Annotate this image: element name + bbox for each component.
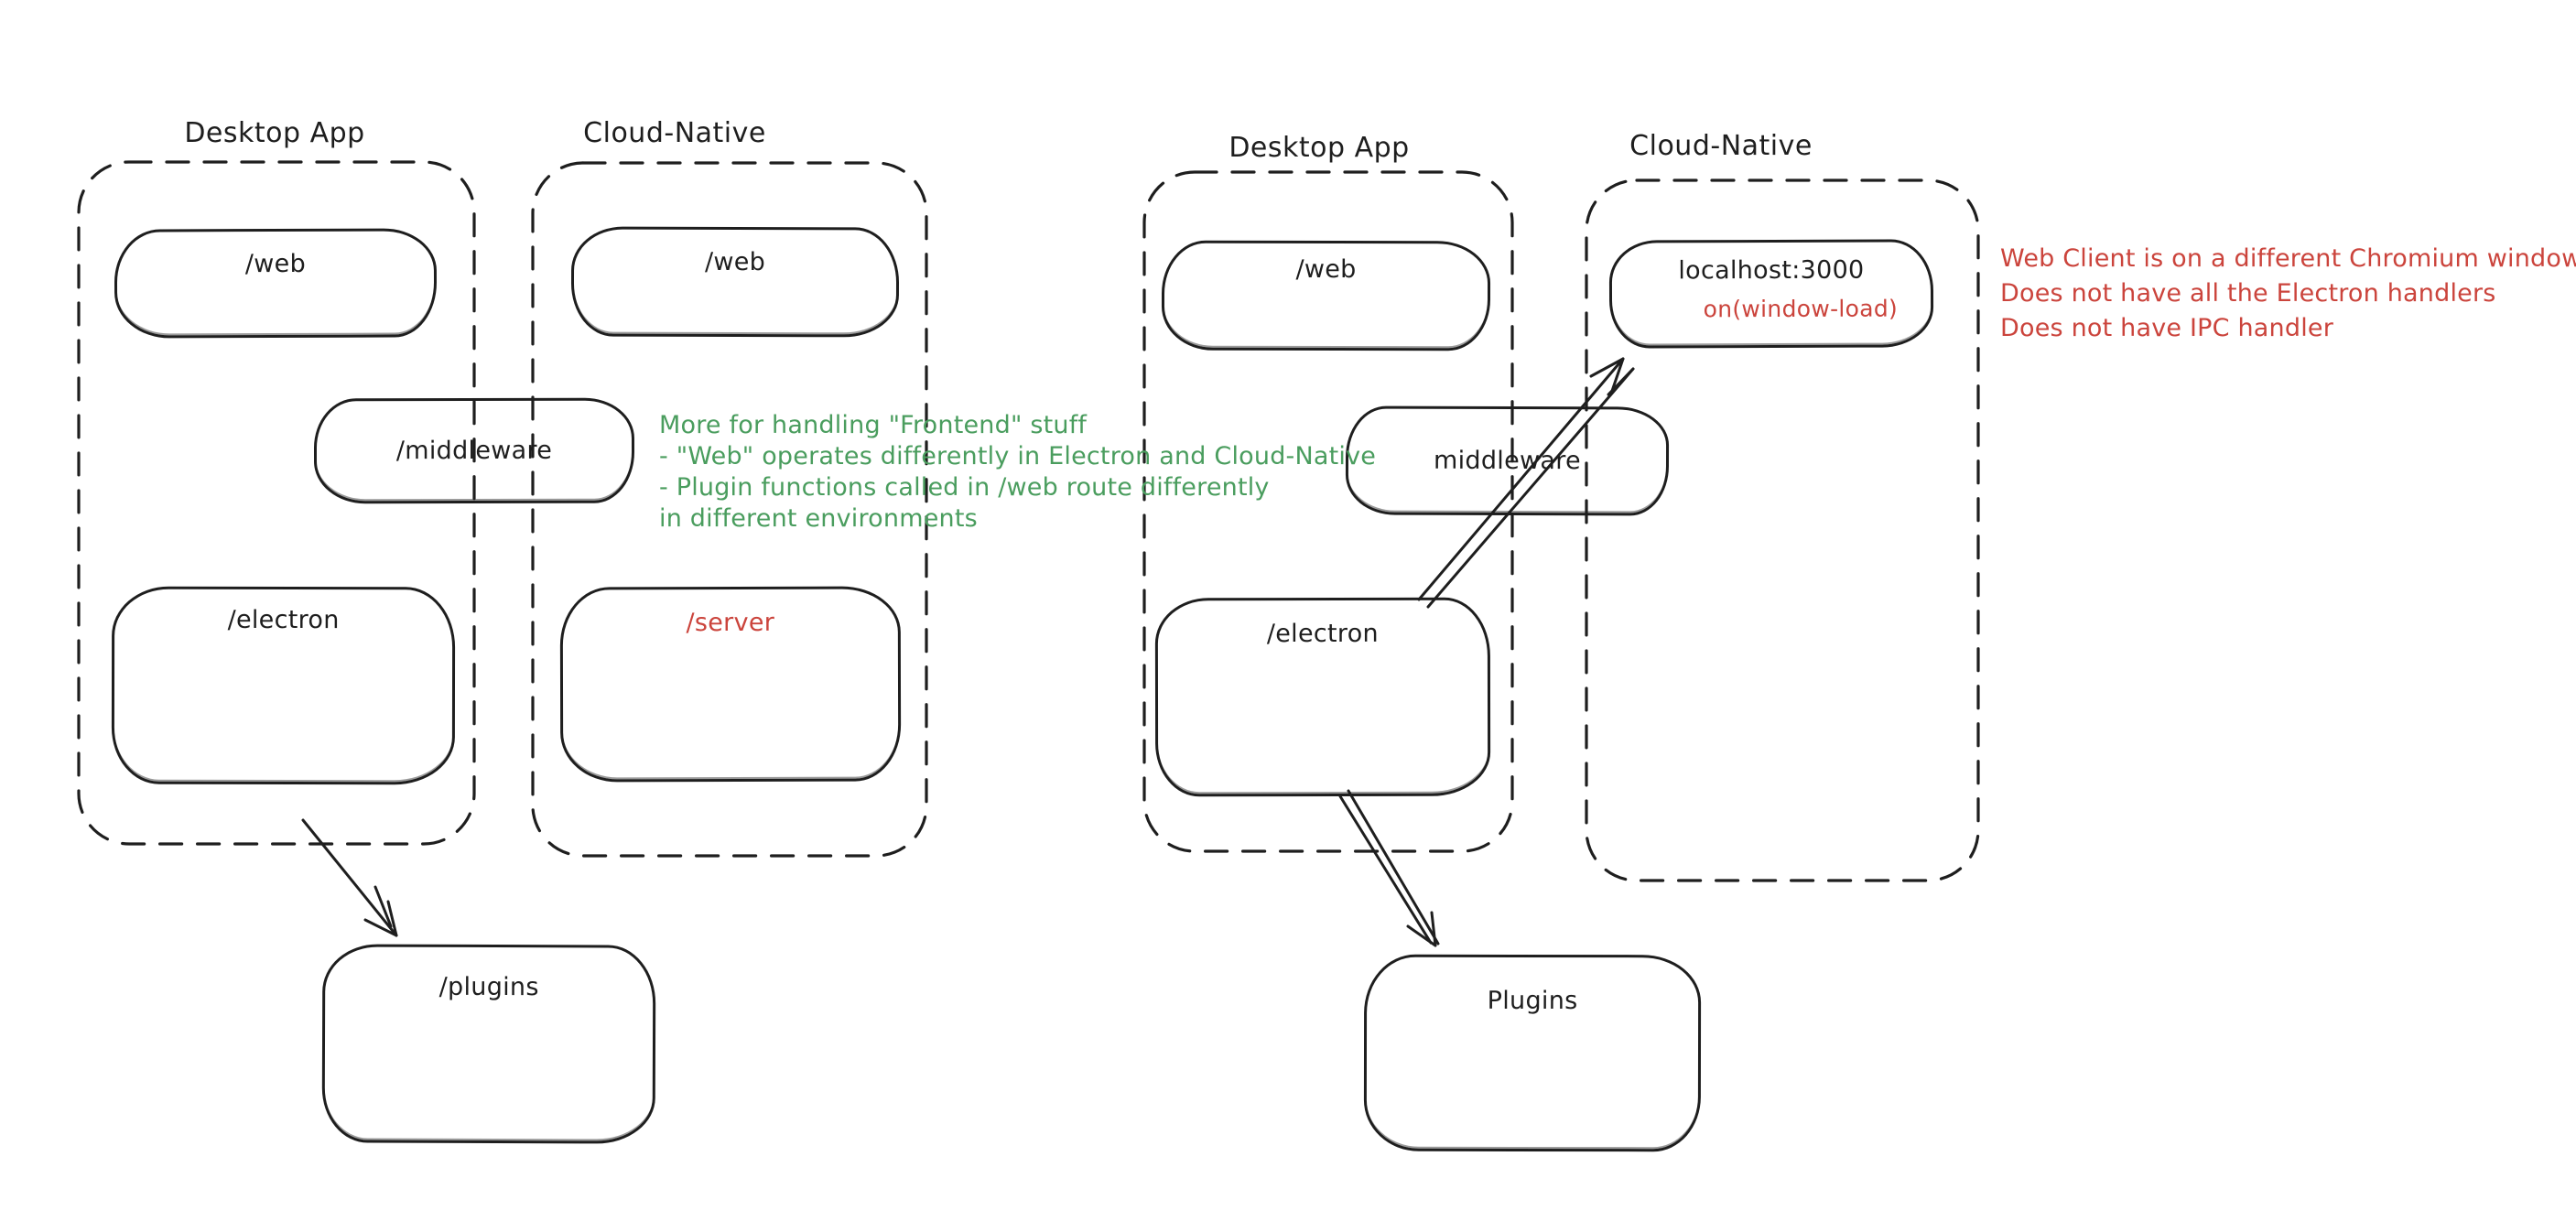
group-label-cloud-native-right: Cloud-Native [1629,130,1813,162]
box-electron-left-label: /electron [227,605,340,635]
box-electron-right: /electron [1154,597,1491,797]
red-note-line-2: Does not have all the Electron handlers [2000,279,2496,308]
box-middleware-left-label: /middleware [395,436,553,465]
green-note: More for handling "Frontend" stuff - "We… [659,410,1376,535]
group-label-desktop-app-right: Desktop App [1228,132,1410,164]
box-middleware-left: /middleware [313,397,635,504]
box-web-cloud-left: /web [570,226,900,338]
box-web-right: /web [1161,240,1491,351]
box-plugins-right-label: Plugins [1487,986,1578,1016]
box-web-desktop-left: /web [114,228,438,339]
box-web-cloud-left-label: /web [704,247,766,277]
box-middleware-right: middleware [1345,405,1670,516]
red-note-line-1: Web Client is on a different Chromium wi… [2000,244,2576,273]
box-web-desktop-left-label: /web [244,249,307,279]
arrow-electron-to-plugins-right [1338,789,1440,947]
box-server-left-label: /server [686,608,775,638]
box-electron-right-label: /electron [1266,619,1379,649]
box-server-left: /server [559,586,902,783]
green-note-line-3: - Plugin functions called in /web route … [659,473,1270,502]
red-note-line-3: Does not have IPC handler [2000,314,2334,342]
red-note: Web Client is on a different Chromium wi… [2000,242,2576,346]
green-note-line-4: in different environments [659,504,978,533]
box-web-right-label: /web [1295,254,1357,285]
box-middleware-right-label: middleware [1433,446,1582,475]
box-electron-left: /electron [111,586,456,785]
arrow-electron-to-plugins-left [301,818,398,937]
box-localhost-right: localhost:3000 on(window-load) [1608,239,1934,349]
box-localhost-right-label: localhost:3000 [1678,255,1865,286]
box-plugins-left-label: /plugins [438,972,539,1002]
box-localhost-on-window-load-label: on(window-load) [1703,295,1899,323]
group-label-cloud-native-left: Cloud-Native [583,117,766,149]
box-plugins-left: /plugins [321,944,656,1144]
group-label-desktop-app-left: Desktop App [184,117,365,149]
green-note-line-2: - "Web" operates differently in Electron… [659,442,1377,470]
green-note-line-1: More for handling "Frontend" stuff [659,411,1088,439]
box-plugins-right: Plugins [1363,954,1702,1152]
